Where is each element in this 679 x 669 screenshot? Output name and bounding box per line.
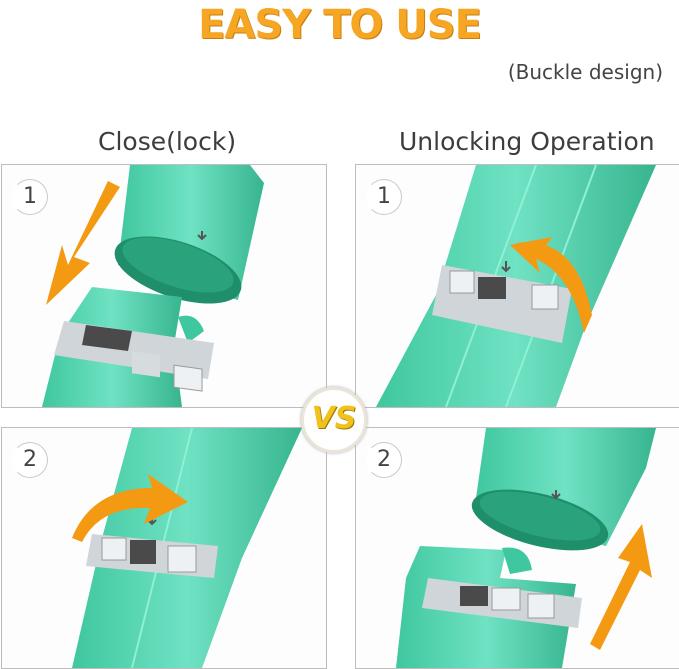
arrow-icon <box>590 524 652 650</box>
unlock-step-2-illustration <box>396 428 656 668</box>
panel-close-step-1: 1 <box>1 164 327 408</box>
lock-icon <box>130 540 156 564</box>
arrow-icon <box>46 181 120 305</box>
close-step-1-illustration <box>42 165 264 407</box>
arrow-icon <box>197 231 207 241</box>
unlock-icon <box>449 270 475 294</box>
right-column-title: Unlocking Operation <box>399 127 655 156</box>
lock-icon <box>478 277 506 299</box>
left-column-title: Close(lock) <box>98 127 237 156</box>
arrow-icon <box>551 490 561 500</box>
close-step-2-illustration <box>72 428 302 668</box>
unlock-step-1-illustration <box>376 165 656 407</box>
step-number: 1 <box>366 179 402 215</box>
panel-unlock-step-2: 2 <box>355 427 679 669</box>
step-number: 2 <box>12 442 48 478</box>
arrow-icon <box>501 261 511 273</box>
lock-icon <box>460 586 488 606</box>
panel-unlock-step-1: 1 <box>355 164 679 408</box>
unlock-icon <box>491 587 521 611</box>
page-title: EASY TO USE <box>198 2 482 48</box>
step-number: 2 <box>366 442 402 478</box>
unlock-icon <box>101 537 127 561</box>
arrow-icon <box>510 237 592 333</box>
step-number: 1 <box>12 179 48 215</box>
page-subtitle: (Buckle design) <box>507 60 663 84</box>
vs-badge: VS <box>301 387 367 453</box>
panel-close-step-2: 2 <box>1 427 327 669</box>
arrow-icon <box>72 474 188 542</box>
